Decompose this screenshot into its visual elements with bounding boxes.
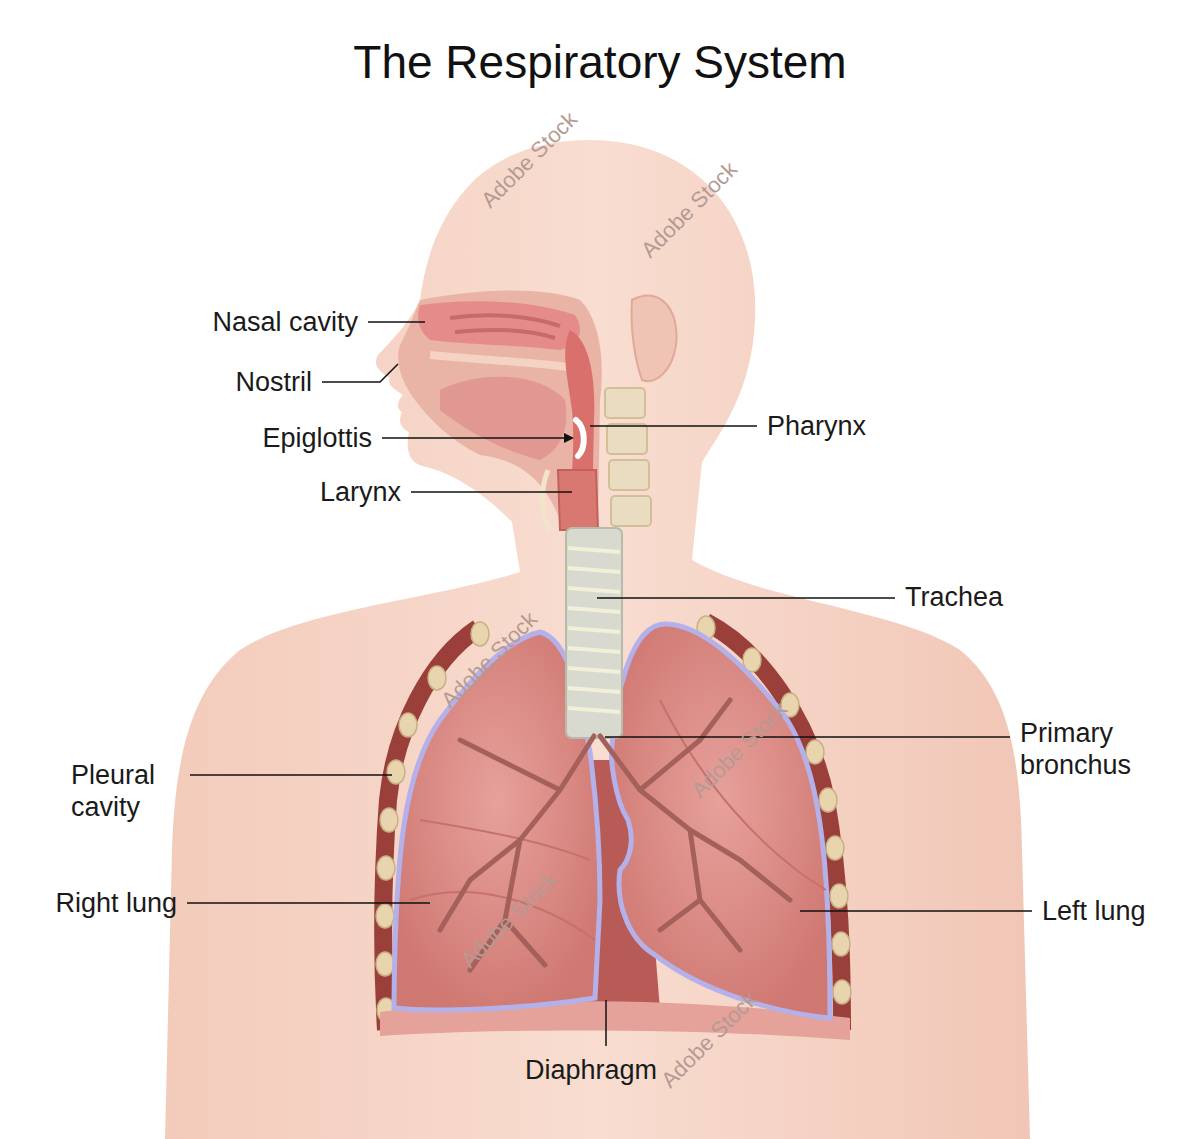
part-label: Pharynx: [767, 410, 866, 442]
nasal-turbinates: [450, 315, 560, 338]
leader-line: [368, 321, 425, 323]
part-label: Diaphragm: [525, 1054, 657, 1086]
body-silhouette: [165, 140, 1030, 1139]
leader-line: [187, 902, 430, 904]
part-label: Pleural cavity: [71, 759, 183, 823]
leader-line: [190, 774, 392, 776]
palate: [430, 355, 575, 368]
part-label: Primary bronchus: [1020, 717, 1190, 781]
leader-line: [800, 910, 1032, 912]
leader-line: [605, 1000, 607, 1046]
epiglottis-shape: [576, 420, 584, 456]
tongue: [440, 377, 566, 460]
trachea-rings: [568, 548, 620, 712]
leader-line: [322, 364, 398, 382]
larynx-shape: [558, 470, 598, 530]
part-label: Larynx: [320, 476, 401, 508]
leader-line: [590, 425, 757, 427]
part-label: Nostril: [235, 366, 312, 398]
part-label: Trachea: [905, 581, 1003, 613]
left-lung-shape: [612, 624, 830, 1018]
leader-line: [605, 736, 1010, 738]
part-label: Nasal cavity: [212, 306, 358, 338]
part-label: Epiglottis: [262, 422, 372, 454]
leader-line: [411, 491, 572, 493]
leader-line: [382, 437, 572, 439]
leader-line: [597, 597, 895, 599]
nasal-cavity-shape: [418, 301, 580, 350]
diagram-title: The Respiratory System: [0, 35, 1200, 89]
ear: [632, 296, 677, 381]
vertebrae: [605, 388, 651, 526]
thyroid-cartilage: [542, 470, 550, 530]
leader-lines: [187, 322, 1032, 1046]
trachea-shape: [566, 528, 622, 738]
part-label: Right lung: [55, 887, 177, 919]
part-label: Left lung: [1042, 895, 1146, 927]
